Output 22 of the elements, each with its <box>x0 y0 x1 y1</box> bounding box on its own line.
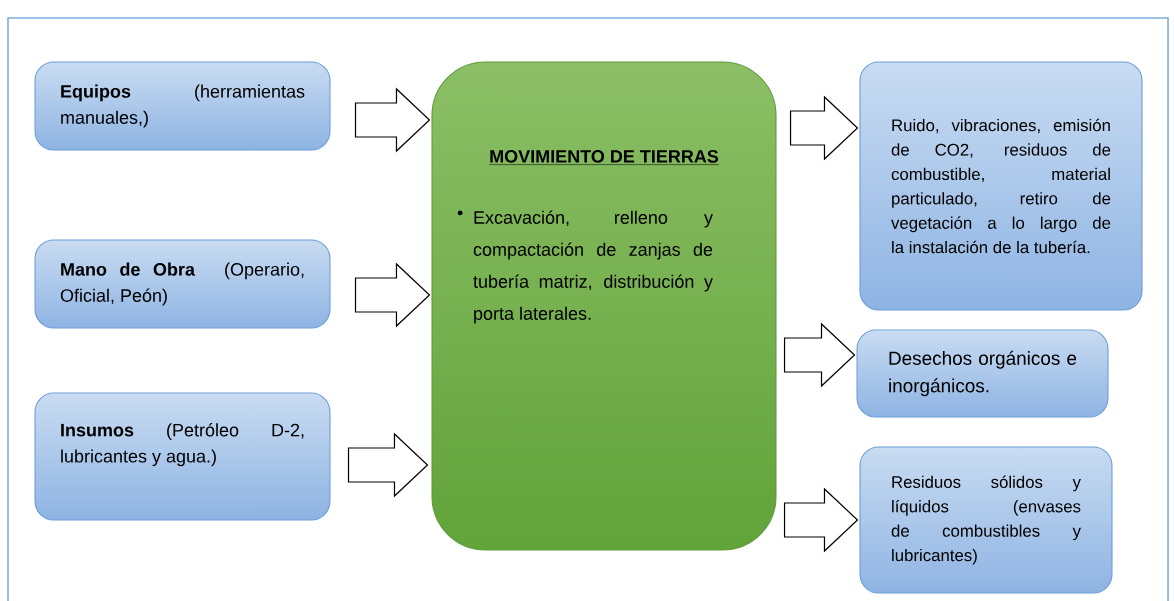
box-text: Residuos sólidos y líquidos (envases de combustibles y lubricantes) <box>891 475 1081 565</box>
block-arrow <box>354 87 431 153</box>
bullet-text: Excavación, relleno y compactación de zanjas de tubería matriz, distribución y porta laterales. <box>473 210 713 324</box>
block-arrow <box>347 432 429 498</box>
process-box <box>859 61 1143 311</box>
block-arrow <box>783 322 856 388</box>
block-arrow <box>354 262 431 328</box>
box-text: Insumos (Petróleo D-2, lubricantes y agua.) <box>61 423 304 467</box>
box-text: Desechos orgánicos e inorgánicos. <box>889 350 1077 397</box>
block-arrow <box>783 487 859 553</box>
process-box <box>856 329 1109 418</box>
box-text: Mano de Obra (Operario, Oficial, Peón) <box>60 262 304 306</box>
block-arrow <box>789 95 859 161</box>
process-box <box>34 239 331 329</box>
box-text: Ruido, vibraciones, emisión de CO2, residuos de combustible, material particulado, retiro de vegetación a lo largo de la instalación de la tubería. <box>891 118 1111 254</box>
box-text: Equipos (herramientas manuales,) <box>61 84 305 128</box>
process-box <box>34 392 331 521</box>
bullet: • <box>457 210 463 216</box>
heading: MOVIMIENTO DE TIERRAS <box>488 150 720 165</box>
process-box <box>34 61 331 151</box>
process-box <box>859 446 1113 594</box>
process-box <box>431 61 777 551</box>
